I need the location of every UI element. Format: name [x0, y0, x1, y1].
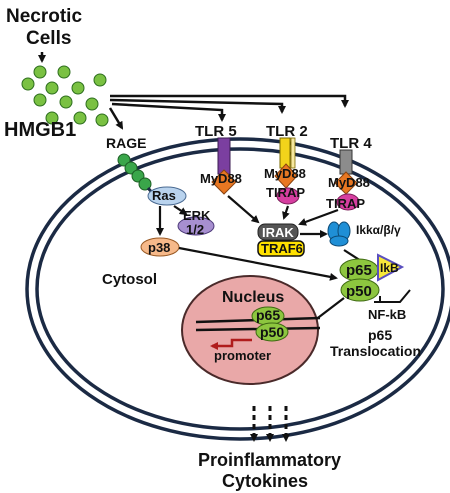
ikb-label: IkB [380, 261, 399, 275]
nuc-p50 [255, 322, 289, 342]
promoter-label: promoter [214, 348, 271, 363]
cyto-p50-label: p50 [346, 283, 372, 300]
ikk-complex [327, 221, 351, 247]
erk-label: ERK [183, 208, 211, 223]
tlr4-receptor [339, 149, 353, 175]
nuc-p65-label: p65 [256, 307, 280, 323]
erk-label-2: 1/2 [186, 222, 204, 237]
cytosol-label: Cytosol [102, 271, 157, 288]
tlr2-label: TLR 2 [266, 123, 308, 140]
output-label-2: Cytokines [222, 471, 308, 491]
p38-protein [140, 237, 180, 257]
irak-box [257, 223, 299, 241]
tlr5-label: TLR 5 [195, 123, 237, 140]
nfkb-label: NF-kB [368, 307, 406, 322]
hmgb1-arrows [108, 94, 349, 130]
tlr2-myd88-label: MyD88 [264, 166, 306, 181]
irak-label: IRAK [262, 225, 294, 240]
rage-label: RAGE [106, 135, 146, 151]
tlr5-receptor [217, 137, 231, 175]
ras-arrows [156, 205, 188, 236]
tlr2-receptor [279, 137, 291, 169]
tlr-to-irak-arrows [227, 195, 339, 226]
cyto-p65-label: p65 [346, 262, 372, 279]
tlr5-myd88-label: MyD88 [200, 171, 242, 186]
tlr5-myd88 [211, 169, 237, 195]
ikk-label: Ikkα/β/γ [356, 223, 401, 237]
promoter-arrow [210, 338, 252, 350]
nucleus-label: Nucleus [222, 289, 284, 306]
p38-label: p38 [148, 240, 170, 255]
cyto-p50 [340, 278, 380, 302]
nfkb-bracket [374, 289, 411, 303]
tlr2-tirap-label: TIRAP [266, 185, 305, 200]
translocation-label-2: Translocation [330, 343, 421, 359]
output-label: Proinflammatory [198, 450, 341, 470]
hmgb1-label: HMGB1 [4, 119, 76, 141]
translocation-label: p65 [368, 327, 392, 343]
traf6-label: TRAF6 [261, 241, 303, 256]
ikb-triangle [377, 253, 405, 282]
tlr4-label: TLR 4 [330, 135, 372, 152]
hmgb1-particles [21, 65, 109, 127]
erk-protein [177, 216, 215, 236]
p38-to-nfkb-line [178, 246, 338, 281]
traf6-box [257, 240, 305, 257]
necrotic-cells-label: Necrotic [6, 6, 82, 27]
cell-outer-membrane [25, 137, 450, 441]
nuc-p50-label: p50 [260, 324, 284, 340]
tlr4-tirap [336, 193, 360, 211]
ras-label: Ras [152, 188, 176, 203]
rage-receptor [117, 153, 152, 191]
tlr2-tirap [276, 187, 300, 205]
tlr4-tirap-label: TIRAP [326, 196, 365, 211]
tlr4-myd88-label: MyD88 [328, 175, 370, 190]
ras-protein [147, 186, 187, 206]
tlr2-receptor-b [290, 137, 296, 169]
cell-inner-membrane [35, 147, 445, 431]
necrotic-cells-label-2: Cells [26, 28, 71, 49]
output-arrows [250, 406, 290, 442]
